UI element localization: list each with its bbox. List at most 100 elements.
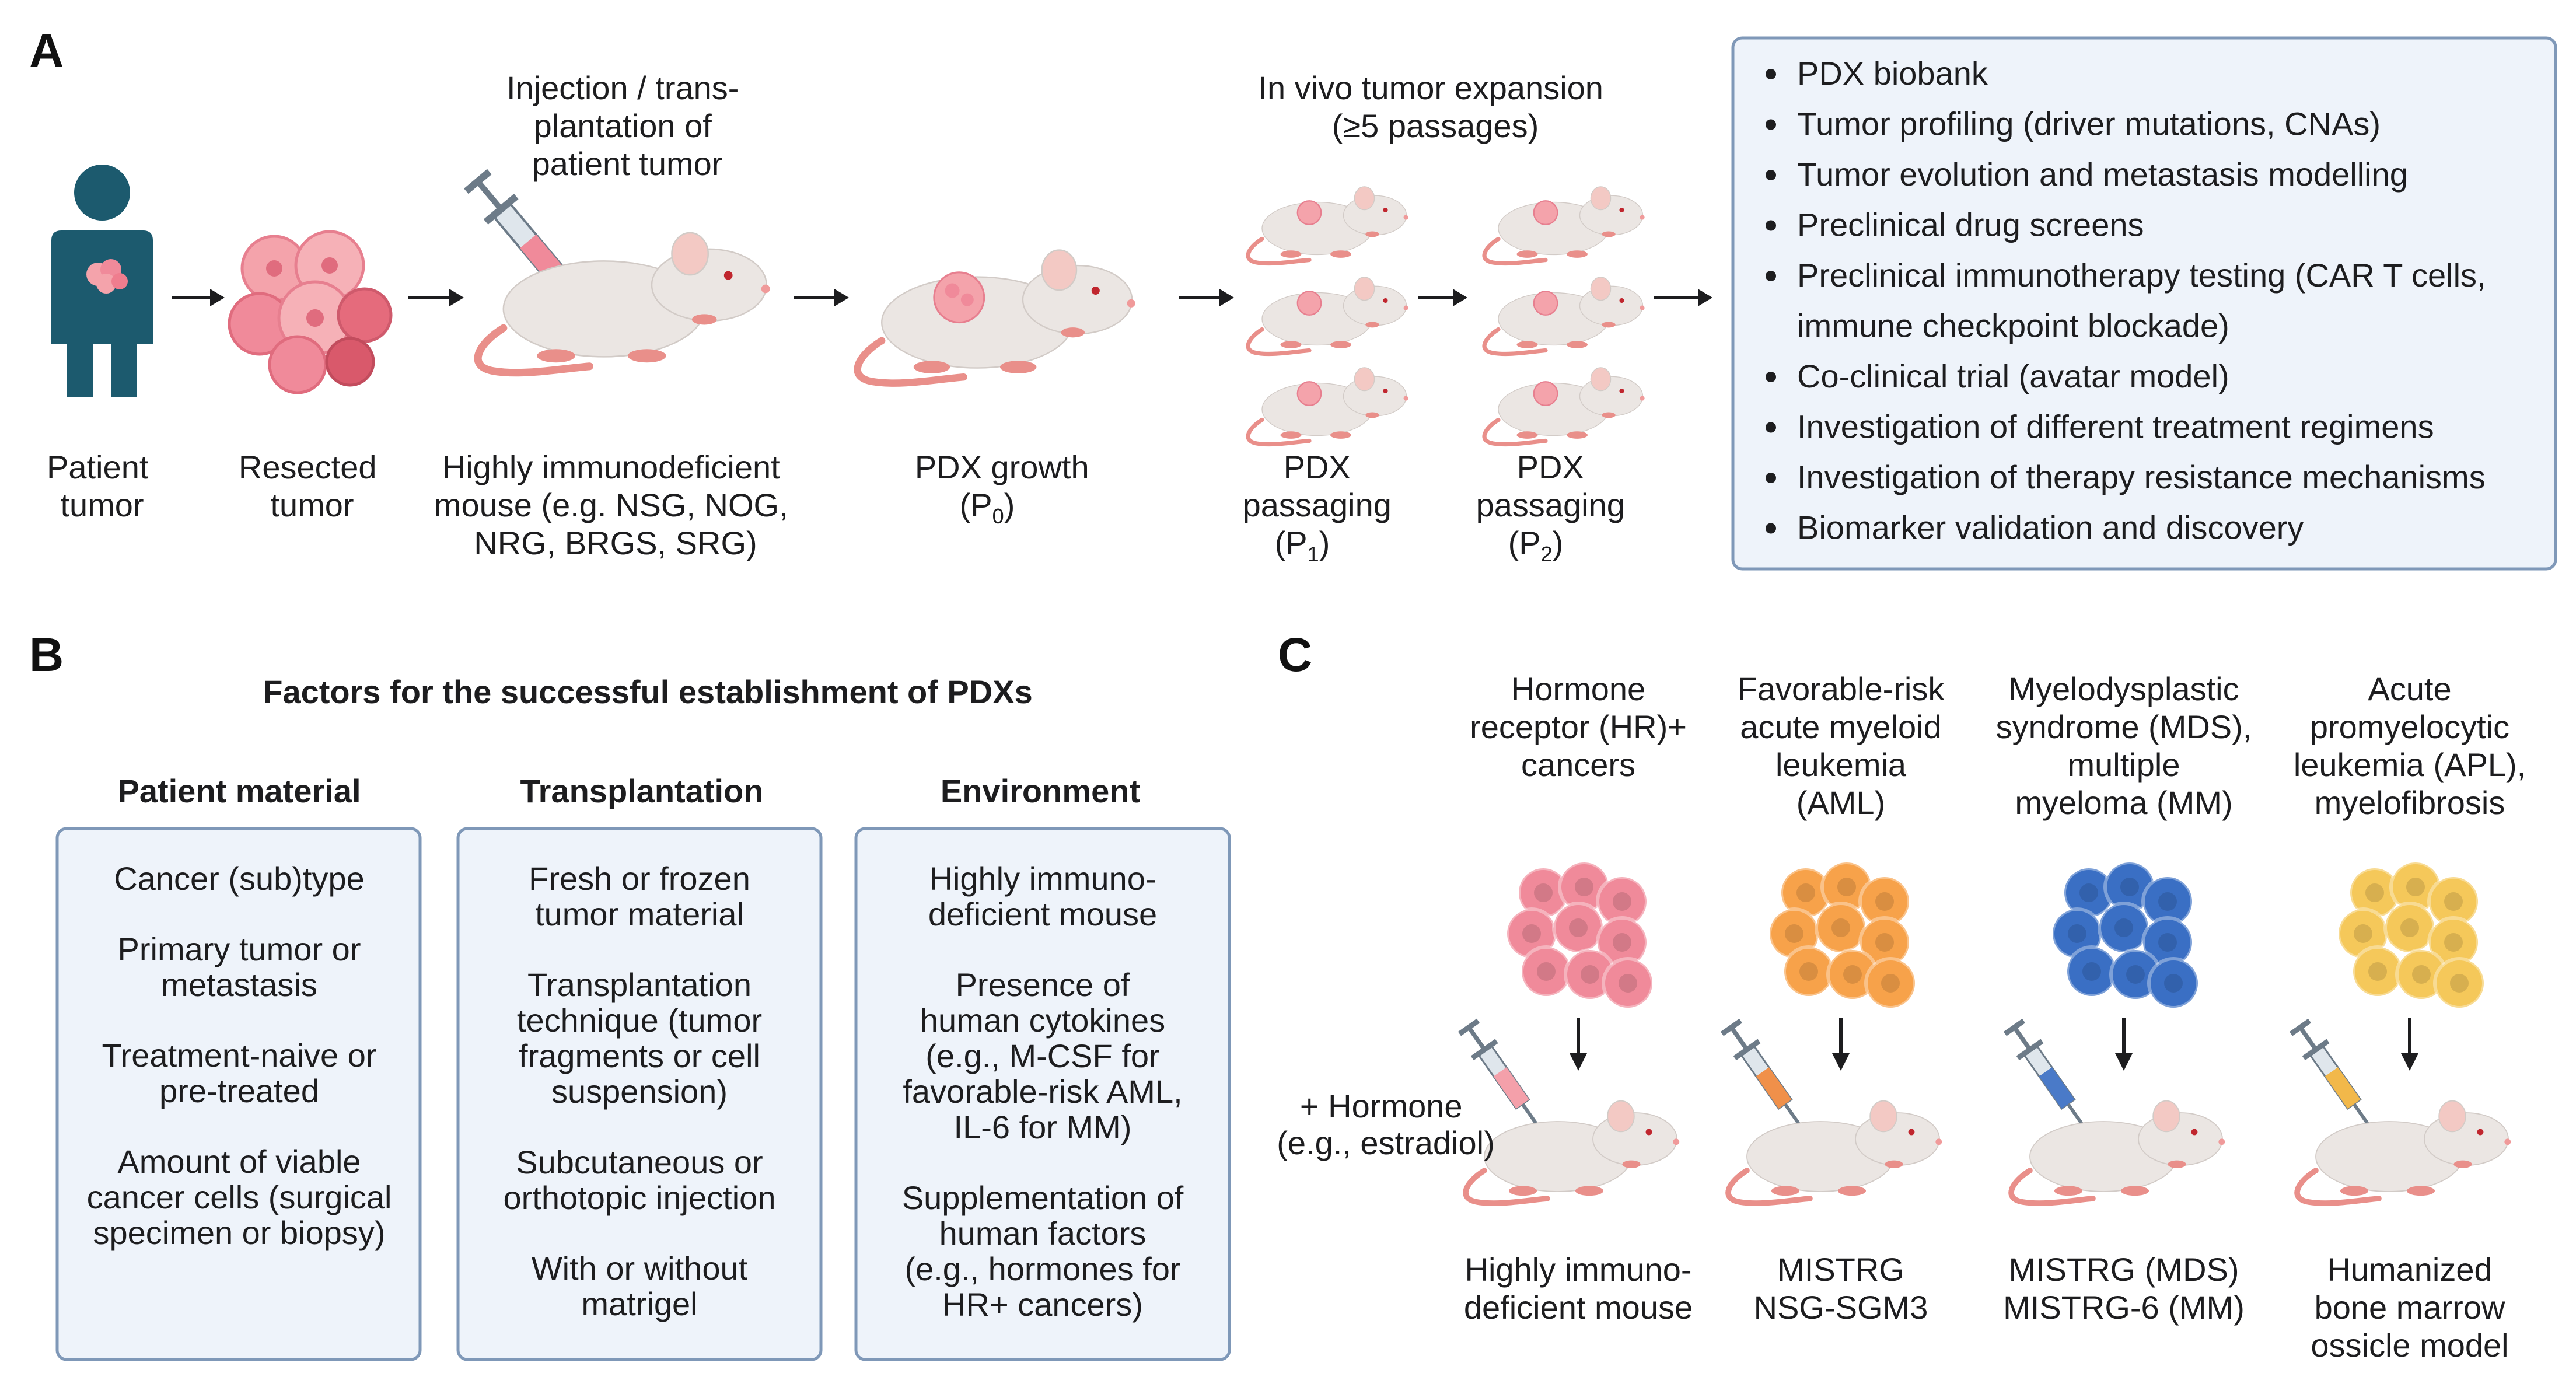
factor-line: (e.g., M-CSF for (925, 1037, 1159, 1074)
bullet-icon (1766, 271, 1776, 281)
factor-line: (e.g., hormones for (904, 1250, 1180, 1287)
environment-box (854, 827, 1231, 1361)
bullet-icon (1766, 69, 1776, 79)
application-item: Preclinical drug screens (1797, 207, 2144, 243)
bullet-icon (1766, 119, 1776, 130)
mouse-icon (2297, 1101, 2511, 1203)
factor-line: Amount of viable (117, 1143, 361, 1180)
factor-line: Treatment-naive or (102, 1037, 377, 1074)
factor-line: With or without (532, 1250, 748, 1287)
column-header-transplantation: Transplantation (520, 773, 764, 809)
factor-line: orthotopic injection (504, 1179, 776, 1216)
pdx-growth-label: PDX growth (P0) (915, 449, 1098, 528)
factor-line: human factors (939, 1215, 1147, 1252)
factor-line: HR+ cancers) (942, 1286, 1143, 1323)
down-arrow (2401, 1018, 2418, 1071)
panel-c-letter: C (1278, 628, 1312, 682)
syringe-icon (2000, 1015, 2096, 1136)
arrow-a2 (408, 289, 464, 306)
factor-line: metastasis (161, 966, 317, 1003)
down-arrow (2115, 1018, 2133, 1071)
factor-line: IL-6 for MM) (954, 1109, 1132, 1145)
factor-line: technique (tumor (517, 1002, 762, 1039)
patient-tumor-label: Patient tumor (47, 449, 158, 523)
cell-cluster-icon (2337, 861, 2486, 1009)
mouse-icon (478, 233, 770, 373)
factor-line: Presence of (956, 966, 1130, 1003)
factor-line: pre-treated (159, 1072, 319, 1109)
expansion-label: In vivo tumor expansion (≥5 passages) (1259, 69, 1613, 144)
factor-line: Highly immuno- (929, 860, 1156, 897)
panel-a-letter: A (29, 25, 64, 78)
factor-line: matrigel (581, 1285, 697, 1322)
transplantation-box (456, 827, 823, 1361)
down-arrow (1832, 1018, 1850, 1071)
passage2-mice (1484, 187, 1645, 445)
mouse-icon (1728, 1101, 1942, 1203)
down-arrow (1570, 1018, 1587, 1071)
application-item: Investigation of different treatment reg… (1797, 408, 2434, 445)
application-item: Investigation of therapy resistance mech… (1797, 459, 2486, 495)
patient-tumor-blob (86, 259, 128, 294)
application-item: Biomarker validation and discovery (1797, 509, 2304, 546)
column-header-patient-material: Patient material (117, 773, 361, 809)
resected-tumor-label: Resected tumor (239, 449, 386, 523)
application-item: immune checkpoint blockade) (1797, 308, 2229, 344)
application-item: Tumor evolution and metastasis modelling (1797, 156, 2408, 193)
factor-line: human cytokines (920, 1002, 1165, 1039)
bullet-icon (1766, 170, 1776, 180)
applications-box (1731, 36, 2557, 571)
factor-line: specimen or biopsy) (93, 1214, 385, 1251)
factor-line: Fresh or frozen (529, 860, 750, 897)
factor-line: favorable-risk AML, (903, 1073, 1182, 1110)
arrow-a3 (794, 289, 849, 306)
passaging1-label: PDX passaging (P1) (1243, 449, 1401, 566)
application-item: PDX biobank (1797, 55, 1988, 92)
arrow-a4 (1179, 289, 1234, 306)
cell-cluster-icon (1768, 861, 1917, 1009)
factor-line: Primary tumor or (118, 931, 361, 967)
factor-line: Cancer (sub)type (114, 860, 365, 897)
bullet-icon (1766, 473, 1776, 483)
panel-b-letter: B (29, 628, 64, 682)
arrow-a1 (172, 289, 225, 306)
syringe-icon (1454, 1015, 1551, 1136)
factor-line: deficient mouse (928, 896, 1157, 932)
model-label: MISTRG (MDS)MISTRG-6 (MM) (2003, 1251, 2245, 1326)
patient-icon (51, 165, 153, 397)
bullet-icon (1766, 372, 1776, 382)
cell-cluster-icon (2051, 861, 2200, 1009)
bullet-icon (1766, 220, 1776, 231)
factor-line: Transplantation (527, 966, 752, 1003)
syringe-icon (2285, 1015, 2382, 1136)
factor-line: tumor material (535, 896, 744, 932)
patient-material-box (55, 827, 422, 1361)
application-item: Co-clinical trial (avatar model) (1797, 358, 2229, 394)
arrow-a5 (1418, 289, 1467, 306)
application-item: Preclinical immunotherapy testing (CAR T… (1797, 257, 2486, 294)
cell-cluster-icon (1505, 861, 1654, 1009)
passage1-mice (1248, 187, 1408, 445)
factor-line: Subcutaneous or (516, 1144, 763, 1180)
model-label: Highly immuno-deficient mouse (1464, 1251, 1693, 1326)
mouse-icon (1466, 1101, 1679, 1203)
factor-line: Supplementation of (902, 1179, 1184, 1216)
arrow-a6 (1654, 289, 1712, 306)
syringe-icon (1717, 1015, 1813, 1136)
factor-line: cancer cells (surgical (87, 1179, 392, 1215)
